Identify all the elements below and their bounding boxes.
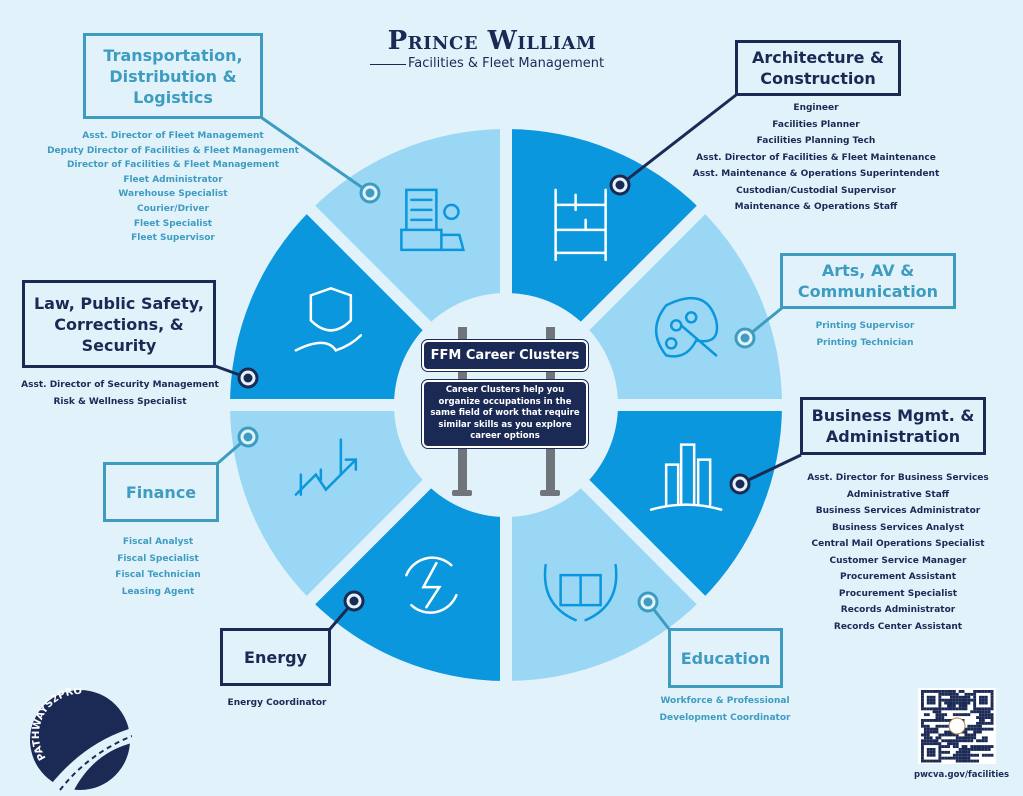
job-item: Fiscal Specialist [117,553,199,564]
job-list-energy: Energy Coordinator [228,695,327,712]
job-item: Fleet Specialist [133,218,213,229]
cluster-title-energy: Energy [220,628,331,686]
job-item: Administrative Staff [846,489,950,500]
job-item: Maintenance & Operations Staff [734,202,898,212]
segment-law [230,209,429,405]
marker-dot [365,188,375,198]
job-list-transportation: Asst. Director of Fleet Management Deput… [47,129,299,246]
header-divider [370,64,406,65]
sign-title: FFM Career Clusters [421,339,589,372]
job-list-education: Workforce & Professional Development Coo… [660,693,791,726]
job-item: Facilities Planning Tech [756,136,876,146]
job-item: Records Center Assistant [833,621,963,632]
job-item: Warehouse Specialist [118,189,228,200]
cluster-title-education: Education [668,628,783,688]
job-item: Fiscal Technician [115,570,201,580]
pathways2pro-logo: PATHWAYS2PRO [28,686,133,792]
job-item: Risk & Wellness Specialist [53,396,187,407]
job-item: Custodian/Custodial Supervisor [736,185,896,196]
sign-description: Career Clusters help you organize occupa… [421,379,589,449]
cluster-title-arts: Arts, AV & Communication [780,253,956,309]
job-list-business: Asst. Director for Business Services Adm… [807,470,989,635]
header-title: Prince William [387,26,597,56]
cluster-title-transportation: Transportation, Distribution & Logistics [83,33,263,119]
segment-education [506,482,702,681]
job-item: Fleet Supervisor [131,233,215,244]
paint-palette-icon [654,296,719,358]
marker-dot [243,432,253,442]
job-item: Business Services Administrator [815,506,981,516]
job-list-arts: Printing Supervisor Printing Technician [816,318,915,351]
job-item: Fiscal Analyst [122,537,194,547]
job-item: Records Administrator [840,605,956,615]
connector-transportation [261,116,371,195]
marker-dot [615,180,625,190]
marker-dot [349,596,359,606]
footer-url[interactable]: pwcva.gov/facilities [914,770,1010,780]
marker-dot [643,597,653,607]
job-item: Asst. Director of Fleet Management [82,131,264,141]
segment-architecture [506,129,702,328]
job-item: Business Services Analyst [831,522,965,533]
segment-arts [583,209,782,405]
cluster-title-finance: Finance [103,462,219,522]
job-list-architecture: Engineer Facilities Planner Facilities P… [693,100,940,216]
connector-business [739,453,802,486]
job-item: Fleet Administrator [123,174,223,185]
job-item: Printing Supervisor [815,321,915,331]
truck-clipboard-icon [400,188,466,252]
job-item: Asst. Director for Business Services [807,473,989,483]
job-item: Central Mail Operations Specialist [811,539,985,549]
cluster-title-architecture: Architecture & Construction [735,40,901,96]
segment-business [583,405,782,601]
job-item: Procurement Assistant [839,572,957,582]
cluster-title-law: Law, Public Safety, Corrections, & Secur… [22,280,216,368]
qr-code[interactable] [918,688,996,764]
job-item: Procurement Specialist [838,588,958,599]
job-item: Engineer [793,103,839,113]
marker-dot [740,333,750,343]
connector-architecture [619,93,737,187]
job-item: Printing Technician [816,337,914,348]
sign-base-left [452,490,472,496]
marker-dot [735,479,745,489]
book-laurel-icon [543,563,618,622]
segment-energy [310,482,506,681]
growth-chart-icon [294,438,358,496]
job-item: Customer Service Manager [829,555,967,566]
segment-finance [230,405,429,601]
segment-transportation [310,129,506,328]
job-list-finance: Fiscal Analyst Fiscal Specialist Fiscal … [115,534,200,600]
job-item: Asst. Director of Security Management [21,380,219,390]
job-item: Courier/Driver [137,203,209,214]
marker-dot [243,373,253,383]
job-item: Leasing Agent [121,586,195,597]
scaffolding-icon [554,188,607,262]
lightning-cycle-icon [405,556,458,614]
sign-base-right [540,490,560,496]
job-item: Deputy Director of Facilities & Fleet Ma… [47,145,299,156]
job-list-law: Asst. Director of Security Management Ri… [21,377,219,410]
job-item: Asst. Director of Facilities & Fleet Mai… [696,152,936,163]
job-item: Director of Facilities & Fleet Managemen… [66,160,280,171]
job-item: Development Coordinator [659,712,791,723]
job-item: Workforce & Professional [660,696,790,706]
job-item: Asst. Maintenance & Operations Superinte… [692,169,940,179]
header-subtitle: Facilities & Fleet Management [408,56,605,71]
job-item: Energy Coordinator [227,698,327,708]
job-item: Facilities Planner [772,119,860,130]
shield-hand-icon [294,287,363,352]
buildings-icon [649,443,723,511]
cluster-title-business: Business Mgmt. & Administration [800,397,986,455]
